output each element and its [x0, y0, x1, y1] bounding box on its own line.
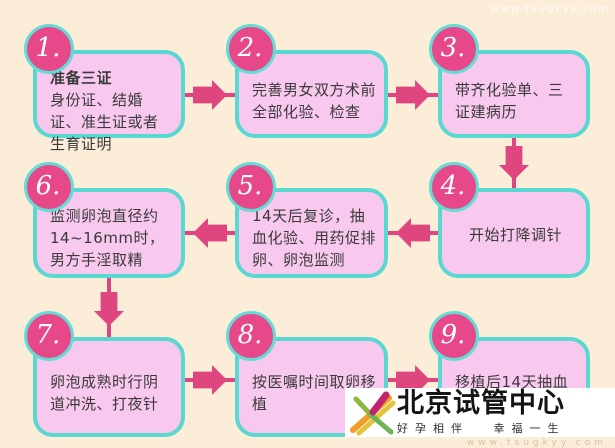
step-number: 6.	[35, 171, 61, 201]
arrow-right-icon	[185, 364, 235, 396]
step-text: 带齐化验单、三证建病历	[455, 81, 564, 121]
step-box-8: 8. 按医嘱时间取卵移植	[226, 311, 388, 437]
step-9-number-badge: 9.	[429, 311, 479, 361]
step-6-number-badge: 6.	[24, 162, 74, 212]
watermark-url-bottom: www.tsugkyy.com	[466, 438, 607, 448]
step-box-6: 6. 监测卵泡直径约14~16mm时，男方手淫取精	[24, 162, 185, 278]
arrow-left-icon	[185, 217, 235, 249]
watermark-brand-name: 北京试管中心	[397, 387, 565, 419]
step-text: 卵泡成熟时行阴道冲洗、打夜针	[50, 373, 159, 413]
step-number: 1.	[35, 33, 61, 63]
watermark-url-top: www.tsugkyy.com	[489, 2, 610, 15]
step-text: 14天后复诊，抽血化验、用药促排卵、卵泡监测	[252, 207, 377, 269]
step-box-1: 1. 准备三证 身份证、结婚证、准生证或者生育证明	[24, 24, 185, 153]
step-text: 按医嘱时间取卵移植	[252, 373, 377, 413]
step-box-7: 7. 卵泡成熟时行阴道冲洗、打夜针	[24, 311, 185, 437]
step-number: 9.	[440, 320, 466, 350]
step-3-number-badge: 3.	[429, 24, 479, 74]
step-box-2: 2. 完善男女双方术前全部化验、检查	[226, 24, 388, 138]
step-box-5: 5. 14天后复诊，抽血化验、用药促排卵、卵泡监测	[226, 162, 388, 278]
arrow-right-icon	[388, 79, 438, 111]
step-number: 5.	[237, 171, 263, 201]
step-2-number-badge: 2.	[226, 24, 276, 74]
step-text: 开始打降调针	[469, 226, 563, 244]
step-box-4: 4. 开始打降调针	[429, 162, 590, 278]
step-7-number-badge: 7.	[24, 311, 74, 361]
arrow-down-icon	[93, 278, 125, 337]
arrow-right-icon	[185, 79, 235, 111]
step-1-number-badge: 1.	[24, 24, 74, 74]
watermark-tagline: 好孕相伴 幸福一生	[397, 421, 566, 435]
step-text: 身份证、结婚证、准生证或者生育证明	[50, 91, 159, 153]
step-8-number-badge: 8.	[226, 311, 276, 361]
step-number: 8.	[237, 320, 263, 350]
step-number: 4.	[440, 171, 466, 201]
step-number: 2.	[237, 33, 263, 63]
step-text: 移植后14天抽血	[455, 373, 569, 391]
step-number: 7.	[35, 320, 61, 350]
step-box-3: 3. 带齐化验单、三证建病历	[429, 24, 590, 138]
step-text: 完善男女双方术前全部化验、检查	[252, 81, 377, 121]
step-4-number-badge: 4.	[429, 162, 479, 212]
brand-x-logo-icon	[350, 391, 396, 435]
step-text: 监测卵泡直径约14~16mm时，男方手淫取精	[50, 207, 165, 269]
step-title: 准备三证	[50, 69, 113, 87]
step-5-number-badge: 5.	[226, 162, 276, 212]
arrow-down-icon	[498, 138, 530, 188]
step-number: 3.	[440, 33, 466, 63]
watermark-card: 北京试管中心 好孕相伴 幸福一生	[345, 388, 615, 437]
arrow-left-icon	[388, 217, 438, 249]
